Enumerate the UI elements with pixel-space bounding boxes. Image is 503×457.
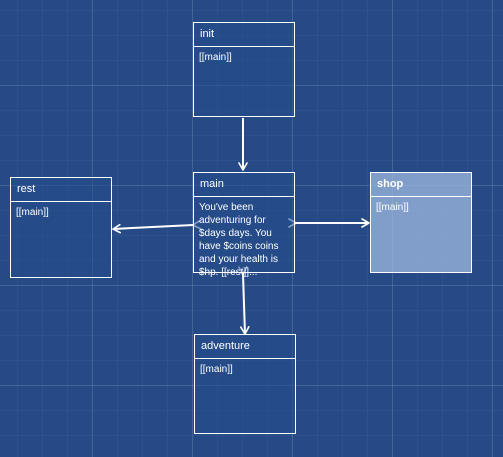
passage-excerpt: [[main]] [16, 207, 49, 218]
passage-init[interactable]: init [[main]] [193, 22, 295, 117]
passage-title: main [194, 173, 294, 197]
link-main-rest [112, 219, 201, 234]
passage-title: adventure [195, 335, 295, 359]
passage-title: rest [11, 178, 111, 202]
passage-rest[interactable]: rest [[main]] [10, 177, 112, 278]
link-main-adventure [237, 266, 250, 335]
passage-main[interactable]: main You've been adventuring for $days d… [193, 172, 295, 278]
passage-excerpt: You've been adventuring for $days days. … [199, 202, 279, 278]
passage-excerpt: [[main]] [200, 364, 233, 375]
passage-excerpt: [[main]] [199, 52, 232, 63]
passage-title: init [194, 23, 294, 47]
passage-adventure[interactable]: adventure [[main]] [194, 334, 296, 434]
passage-shop[interactable]: shop [[main]] [370, 172, 472, 273]
passage-title: shop [371, 173, 471, 197]
passage-excerpt: [[main]] [376, 202, 409, 213]
